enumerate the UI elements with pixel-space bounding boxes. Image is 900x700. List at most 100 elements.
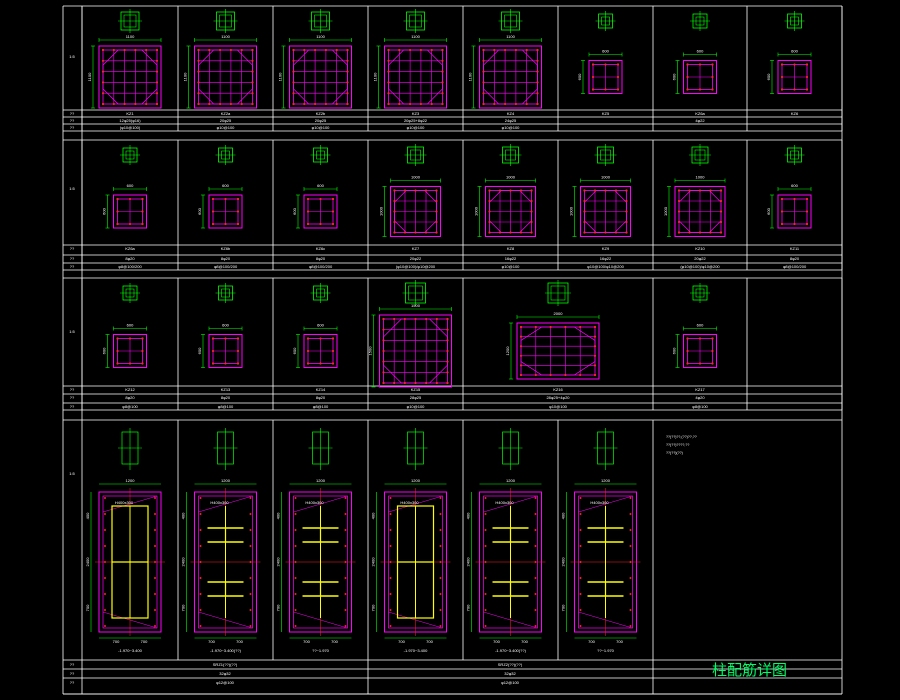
rebar-dot xyxy=(488,189,491,192)
dimension-text: 600 xyxy=(697,323,704,328)
rebar-dot xyxy=(435,210,438,213)
rebar-dot xyxy=(306,362,310,365)
cell-labels: KZ6 xyxy=(791,111,799,116)
rebar-dot xyxy=(251,70,254,73)
rebar-dot xyxy=(236,349,240,353)
rebar-dot xyxy=(709,231,712,234)
rebar-dot xyxy=(482,48,485,52)
rebar-dot xyxy=(579,373,582,377)
rebar-dot xyxy=(387,102,390,106)
rebar-dot xyxy=(686,337,689,340)
rebar-dot xyxy=(805,197,809,201)
steel-key-plan xyxy=(118,428,142,470)
dimension-text: 700 xyxy=(303,639,310,644)
steel-label: H400x300 xyxy=(495,500,514,505)
rebar-dot xyxy=(446,328,449,331)
dimension-text: 1100 xyxy=(506,34,515,39)
rebar-dot xyxy=(240,102,243,106)
rebar-dot xyxy=(344,593,347,595)
column-stirrup: φ8@100 xyxy=(218,404,234,409)
column-name: KZ7 xyxy=(412,246,420,251)
dimension-text: 2400 xyxy=(466,557,471,567)
dimension-text: 600 xyxy=(222,323,229,328)
rebar-dot xyxy=(484,561,487,563)
dimension-text: 1000 xyxy=(601,175,611,180)
dimension-text: 600 xyxy=(766,73,771,80)
column-name: KZ14 xyxy=(316,387,326,392)
rebar-dot xyxy=(439,625,442,627)
rebar-dot xyxy=(488,231,491,234)
rebar-dot xyxy=(482,92,485,95)
rebar-dot xyxy=(419,48,422,52)
rebar-dot xyxy=(101,92,105,95)
rebar-dot xyxy=(583,220,586,224)
rebar-dot xyxy=(493,48,496,52)
rebar-dot xyxy=(593,231,597,234)
dimension-text: 2400 xyxy=(181,557,186,567)
rebar-dot xyxy=(677,189,681,192)
section-outline xyxy=(384,45,447,109)
steel-note: ??(??)????,?? xyxy=(666,443,689,447)
column-stirrup: (φ10@100)/φ10@200 xyxy=(396,264,436,269)
dimension-text: 700 xyxy=(466,604,471,611)
rebar-dot xyxy=(441,102,444,106)
rebar-dot xyxy=(446,339,449,342)
rebar-dot xyxy=(677,220,681,224)
dimension-text: 600 xyxy=(292,207,297,214)
stirrup-octagon xyxy=(388,49,443,105)
rebar-dot xyxy=(154,577,156,579)
rebar-dot xyxy=(711,362,714,365)
rebar-dot xyxy=(564,373,567,377)
field-label: ?? xyxy=(70,404,75,409)
rebar-dot xyxy=(579,497,582,499)
rebar-dot xyxy=(698,88,702,91)
dimension-text: 700 xyxy=(236,639,243,644)
rebar-dot xyxy=(251,81,254,84)
dimension-text: 600 xyxy=(127,323,134,328)
steel-note: ??(??)(??) xyxy=(666,451,683,455)
dimension-text: 1000 xyxy=(663,206,668,216)
rebar-dot xyxy=(154,593,156,595)
column-name: KZ2b xyxy=(316,111,326,116)
section-outline xyxy=(390,186,441,237)
steel-label: H400x300 xyxy=(115,500,134,505)
rebar-dot xyxy=(530,220,533,224)
steel-column-spec-right: φ12@100 xyxy=(501,680,520,685)
dimension-text: 700 xyxy=(371,604,376,611)
dimension-text: 1200 xyxy=(601,478,611,483)
dimension-text: 1200 xyxy=(126,478,136,483)
column-stirrup: φ10@100 xyxy=(407,125,426,130)
rebar-dot xyxy=(719,210,723,213)
rebar-dot xyxy=(593,189,597,192)
steel-label: H400x300 xyxy=(590,500,609,505)
column-sections: 1100110011001100110011001100110011001100… xyxy=(87,9,812,388)
section-outline xyxy=(580,186,631,237)
rebar-dot xyxy=(112,48,115,52)
field-label: ?? xyxy=(70,118,75,123)
rebar-dot xyxy=(292,59,295,62)
rebar-dot xyxy=(519,354,523,357)
rebar-dot xyxy=(251,48,254,52)
rebar-dot xyxy=(306,197,310,201)
rebar-dot xyxy=(629,545,632,547)
rebar-dot xyxy=(688,189,691,192)
dimension-text: 600 xyxy=(317,183,324,188)
dimension-text: 1200 xyxy=(316,478,326,483)
rebar-dot xyxy=(389,529,392,531)
rebar-dot xyxy=(382,381,385,385)
rebar-dot xyxy=(536,92,539,95)
rebar-dot xyxy=(504,102,507,106)
rebar-dot xyxy=(446,360,449,363)
rebar-dot xyxy=(805,222,809,226)
rebar-dot xyxy=(116,222,119,226)
column-name: KZ5 xyxy=(602,111,610,116)
rebar-dot xyxy=(604,63,607,66)
